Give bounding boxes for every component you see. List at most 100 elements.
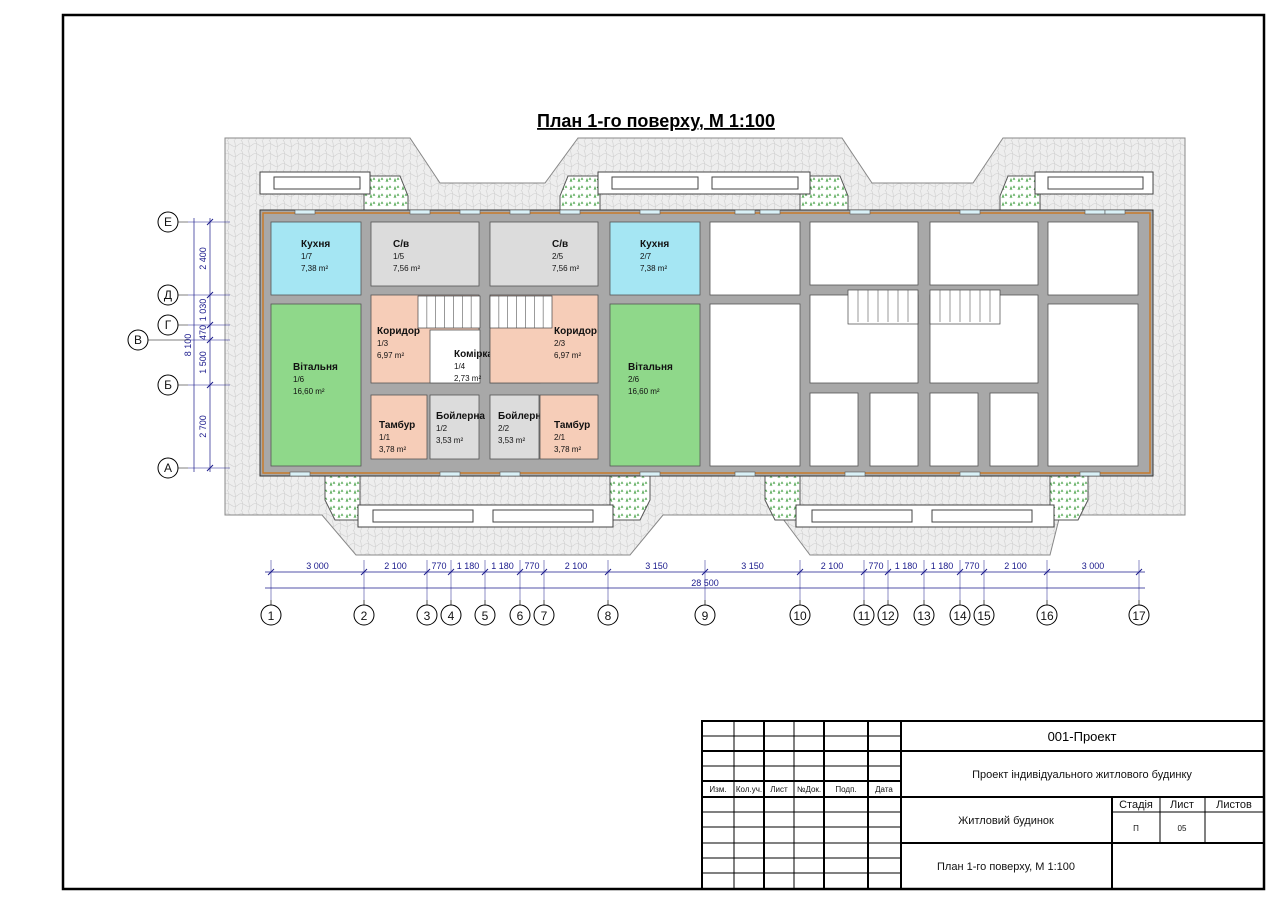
tb-hdr-sheet: Лист (1170, 799, 1194, 811)
stairs (417, 289, 1001, 329)
axis-letter: Б (164, 378, 172, 392)
title-block-text: Изм. Кол.уч. Лист №Док. Подп. Дата 001-П… (709, 729, 1252, 873)
room-number: 2/5 (552, 252, 564, 261)
axis-letter: В (134, 333, 142, 347)
room-k1 (270, 221, 362, 296)
room-area: 16,60 m² (293, 387, 325, 396)
tb-col-data: Дата (875, 785, 893, 794)
axis-number: 10 (793, 609, 807, 623)
dim-bottom-label: 1 180 (895, 561, 918, 571)
room-name: Кухня (640, 239, 669, 250)
axis-marker (533, 604, 555, 626)
axis-number: 13 (917, 609, 931, 623)
axis-marker (157, 314, 179, 336)
axis-number: 2 (361, 609, 368, 623)
axis-marker (157, 374, 179, 396)
axis-marker (877, 604, 899, 626)
room-area: 7,56 m² (552, 264, 579, 273)
tb-col-kol: Кол.уч. (736, 785, 762, 794)
room-area: 3,78 m² (379, 445, 406, 454)
axis-marker (157, 284, 179, 306)
windows (289, 209, 1126, 477)
axis-letter: Е (164, 215, 172, 229)
axis-marker (1036, 604, 1058, 626)
dim-bottom-label: 1 180 (491, 561, 514, 571)
dim-bottom-label: 3 150 (741, 561, 764, 571)
axis-marker (853, 604, 875, 626)
dim-bottom-label: 770 (868, 561, 883, 571)
room-s2 (489, 221, 599, 287)
room-name: Коридор (554, 326, 597, 337)
room-number: 2/1 (554, 433, 566, 442)
axis-number: 7 (541, 609, 548, 623)
axis-marker (913, 604, 935, 626)
dim-bottom-label: 3 150 (645, 561, 668, 571)
room-area: 3,78 m² (554, 445, 581, 454)
room-v1 (270, 303, 362, 467)
room-name: Вітальня (293, 362, 338, 373)
room-area: 7,38 m² (640, 264, 667, 273)
planters (324, 175, 1089, 521)
tb-col-izm: Изм. (709, 785, 726, 794)
room-name: Коридор (377, 326, 420, 337)
room-area: 3,53 m² (498, 436, 525, 445)
axis-number: 16 (1040, 609, 1054, 623)
dim-left-label: 2 400 (198, 247, 208, 270)
room-area: 7,38 m² (301, 264, 328, 273)
tb-col-list: Лист (770, 785, 788, 794)
dim-bottom-label: 2 100 (1004, 561, 1027, 571)
dim-total-bottom: 28 500 (691, 578, 719, 588)
room-m1 (429, 329, 481, 384)
dim-bottom-label: 1 180 (457, 561, 480, 571)
axis-number: 6 (517, 609, 524, 623)
room-t2 (539, 394, 599, 460)
room-area: 6,97 m² (377, 351, 404, 360)
dim-bottom-label: 1 180 (931, 561, 954, 571)
tb-project-name: Проект індивідуального житлового будинку (972, 769, 1192, 781)
room-name: Тамбур (554, 419, 590, 431)
room-number: 1/4 (454, 362, 466, 371)
room-number: 1/1 (379, 433, 391, 442)
room-name: Кухня (301, 239, 330, 250)
axis-letter: А (164, 461, 172, 475)
dim-left-label: 1 500 (198, 351, 208, 374)
dim-bottom-label: 2 100 (384, 561, 407, 571)
dim-bottom-label: 2 100 (565, 561, 588, 571)
axis-marker (973, 604, 995, 626)
dim-bottom-label: 770 (964, 561, 979, 571)
axis-number: 5 (482, 609, 489, 623)
room-area: 6,97 m² (554, 351, 581, 360)
sheet-frame (61, 13, 1266, 891)
axis-number: 15 (977, 609, 991, 623)
room-v2 (609, 303, 701, 467)
axis-marker (440, 604, 462, 626)
axis-letter: Г (165, 318, 172, 332)
room-area: 3,53 m² (436, 436, 463, 445)
axis-number: 1 (268, 609, 275, 623)
axis-marker (789, 604, 811, 626)
dim-bottom-label: 770 (431, 561, 446, 571)
room-area: 2,73 m² (454, 374, 481, 383)
room-name: Тамбур (379, 419, 415, 431)
room-name: Комірка (454, 349, 493, 360)
tb-col-ndoc: №Док. (797, 785, 821, 794)
axis-number: 12 (881, 609, 895, 623)
tb-hdr-stage: Стадія (1119, 799, 1153, 811)
axis-number: 14 (953, 609, 967, 623)
axis-letter: Д (164, 288, 172, 302)
axis-marker (597, 604, 619, 626)
axis-number: 9 (702, 609, 709, 623)
dim-left-label: 1 030 (198, 299, 208, 322)
room-number: 2/3 (554, 339, 566, 348)
tb-stage: П (1133, 824, 1139, 833)
dim-bottom-label: 770 (524, 561, 539, 571)
axis-marker (949, 604, 971, 626)
axis-marker (694, 604, 716, 626)
axis-marker (509, 604, 531, 626)
room-number: 1/6 (293, 375, 305, 384)
dim-left-label: 2 700 (198, 415, 208, 438)
